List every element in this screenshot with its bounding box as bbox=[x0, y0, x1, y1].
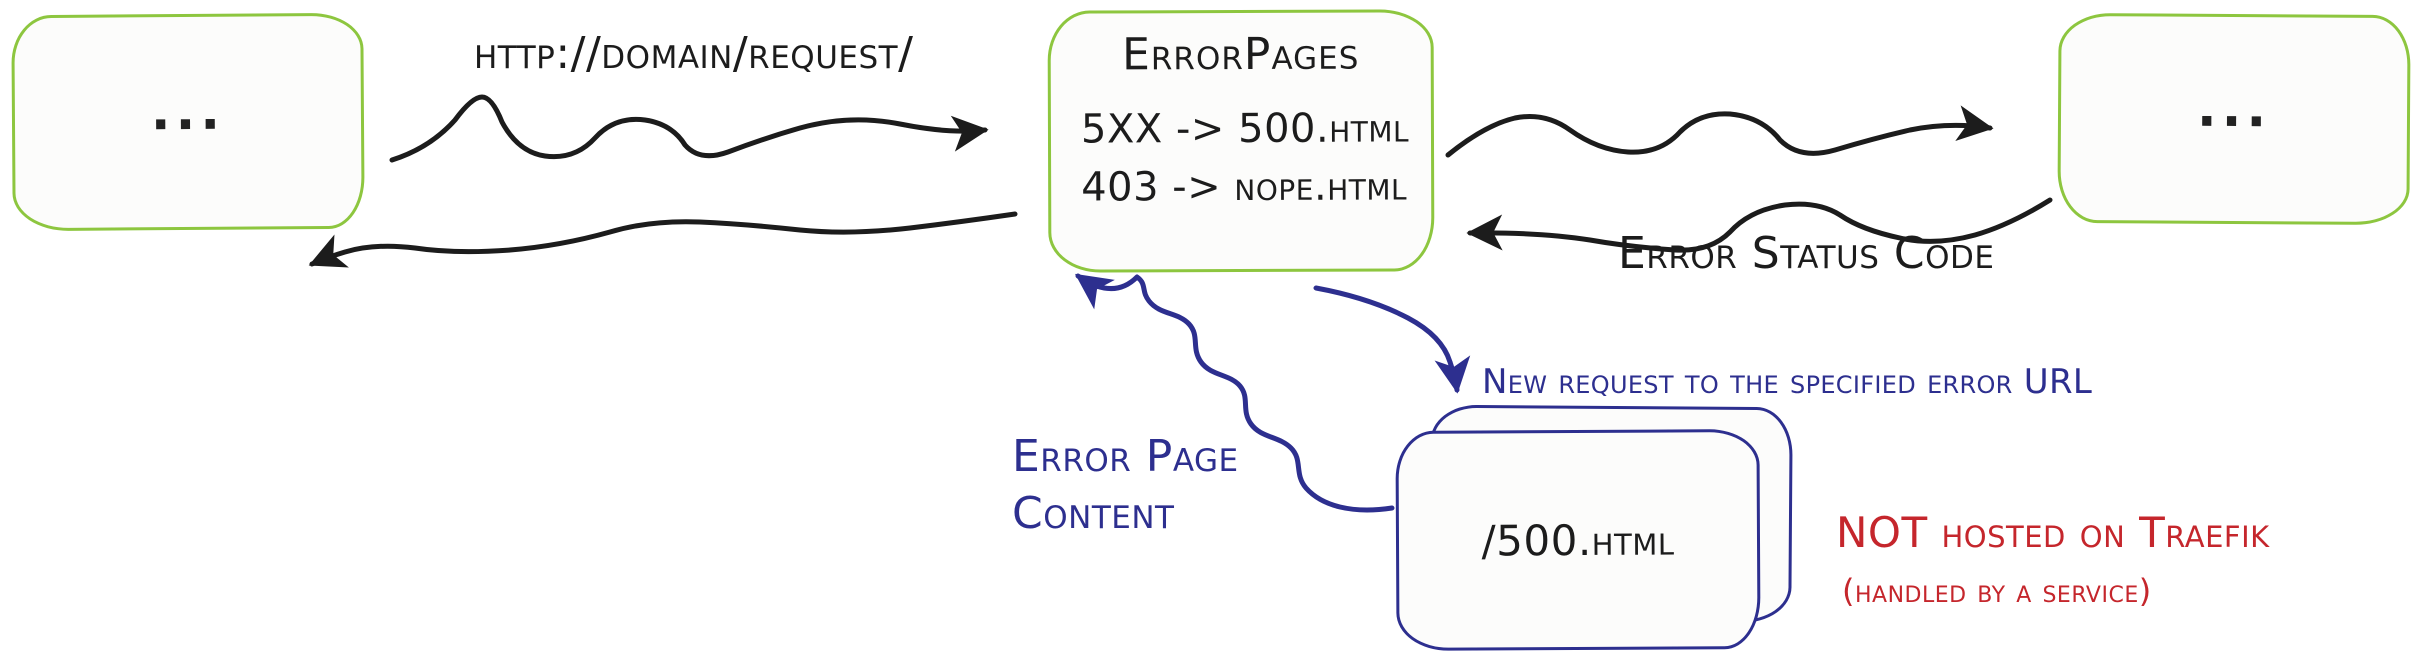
not-hosted-label: NOT hosted on Traefik bbox=[1836, 508, 2270, 557]
response-arrow bbox=[308, 211, 1018, 268]
handled-by-service-label: (handled by a service) bbox=[1842, 572, 2152, 610]
client-box-label: ... bbox=[150, 81, 226, 143]
errorpages-middleware-box: ErrorPages 5XX -> 500.html 403 -> nope.h… bbox=[1047, 9, 1435, 273]
new-request-label: New request to the specified error URL bbox=[1482, 362, 2093, 402]
client-box: ... bbox=[11, 12, 365, 232]
new-request-arrow bbox=[1313, 285, 1471, 394]
middleware-rule-5xx: 5XX -> 500.html bbox=[1080, 105, 1410, 153]
middleware-rule-403: 403 -> nope.html bbox=[1081, 163, 1408, 211]
error-file-label: /500.html bbox=[1481, 514, 1675, 566]
request-url-label: http://domain/request/ bbox=[474, 28, 914, 79]
error-status-label: Error Status Code bbox=[1618, 228, 1995, 279]
error-service-box: /500.html bbox=[1395, 429, 1761, 651]
error-page-content-label: Error Page Content bbox=[1012, 428, 1352, 542]
request-arrow bbox=[389, 94, 989, 163]
middleware-title: ErrorPages bbox=[1121, 28, 1360, 81]
backend-box: ... bbox=[2057, 12, 2411, 226]
error-page-content-line1: Error Page bbox=[1012, 431, 1239, 482]
error-page-content-line2: Content bbox=[1012, 488, 1175, 540]
backend-box-label: ... bbox=[2196, 78, 2272, 140]
forward-arrow bbox=[1445, 105, 1994, 158]
